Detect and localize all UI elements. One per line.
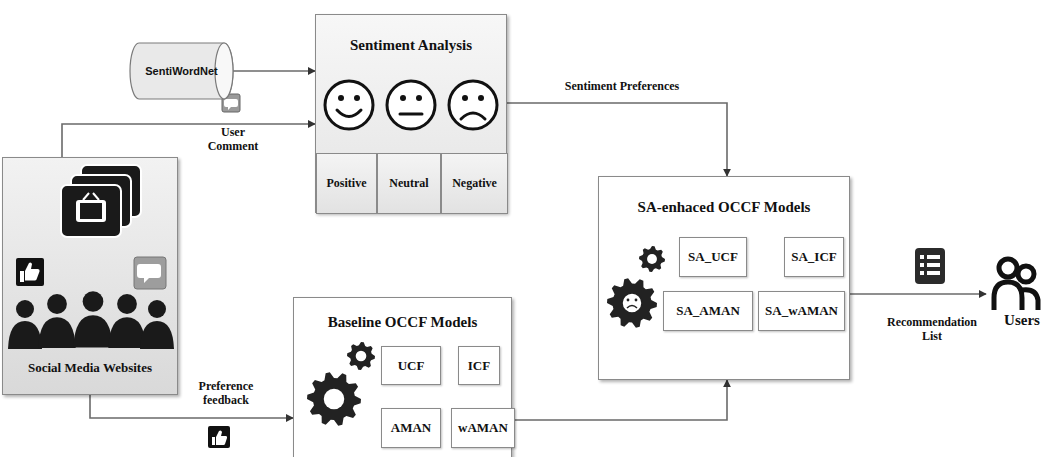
model-group: SA-enhaced OCCF ModelsSA_UCF SA_ICF SA_AMA… (598, 176, 850, 380)
database-cylinder: SentiWordNet (130, 42, 233, 100)
node-label: ICF (468, 358, 490, 374)
sentiment-cell: Negative (441, 153, 508, 214)
flow-arrow (507, 103, 727, 176)
node-label: UCF (398, 358, 425, 374)
sentiment-cell: Neutral (377, 153, 441, 214)
group-title: Baseline OCCF Models (328, 314, 477, 331)
edge-label: Sentiment Preferences (545, 80, 699, 94)
node-label: SA_UCF (688, 249, 738, 265)
model-box: UCF (381, 346, 441, 385)
gear-icon (639, 246, 665, 272)
node-label: wAMAN (458, 420, 508, 436)
group-title: Social Media Websites (28, 360, 152, 376)
list-icon (915, 248, 945, 284)
group-title: Sentiment Analysis (350, 37, 472, 54)
node-label: Neutral (389, 176, 428, 191)
model-group: Baseline OCCF ModelsUCF ICF AMAN wAMAN (293, 297, 512, 457)
user-node: Users (986, 254, 1058, 336)
flow-arrow (512, 380, 727, 420)
source-panel-shape (3, 158, 177, 394)
gear-icon (607, 278, 657, 327)
node-label: SA_ICF (791, 249, 837, 265)
node-label: AMAN (391, 420, 431, 436)
model-box: SA_wAMAN (758, 291, 845, 331)
gear-icon (307, 372, 361, 425)
edge-label: User Comment (196, 126, 270, 154)
model-box: SA_ICF (784, 237, 844, 277)
model-box: SA_UCF (679, 237, 747, 277)
edge-label: Recommendation List (875, 316, 989, 344)
flow-arrow (62, 124, 315, 157)
flow-arrow (233, 70, 315, 72)
model-box: AMAN (381, 408, 441, 448)
node-label: Negative (452, 176, 497, 191)
edge-label: Preference feedback (184, 380, 268, 408)
node-label: SA_AMAN (676, 303, 740, 319)
sentiment-cell: Positive (316, 153, 377, 214)
model-box: wAMAN (451, 408, 515, 448)
flow-arrow (850, 293, 986, 295)
like-icon (208, 426, 230, 448)
process-box: Sentiment AnalysisPositive Neutral Negativ… (315, 14, 507, 213)
node-label: SA_wAMAN (765, 303, 838, 319)
source-panel: Social Media Websites (2, 157, 178, 395)
group-title: SA-enhaced OCCF Models (638, 199, 811, 216)
node-label: Positive (327, 176, 367, 191)
group-title: Users (1004, 312, 1040, 329)
model-box: SA_AMAN (663, 291, 753, 331)
model-box: ICF (458, 346, 500, 385)
node-label: SentiWordNet (145, 65, 218, 77)
gear-icon (347, 342, 375, 370)
